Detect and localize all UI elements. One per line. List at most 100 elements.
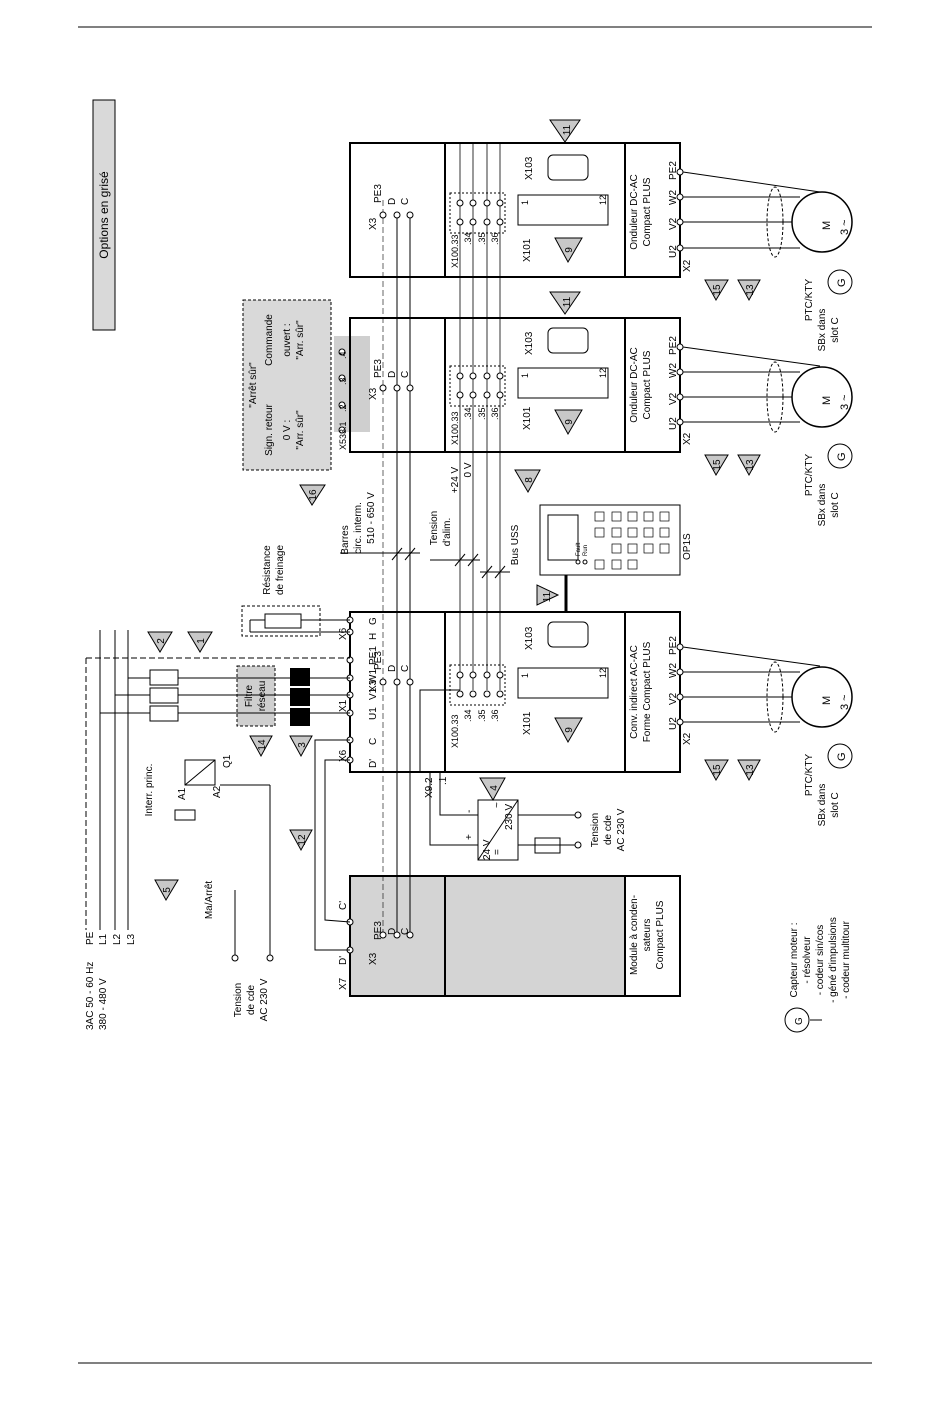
svg-text:1: 1 bbox=[520, 673, 530, 678]
sensor-legend-title: Capteur moteur : bbox=[789, 922, 800, 997]
inverter-2-box bbox=[349, 317, 681, 453]
svg-text:C': C' bbox=[338, 901, 349, 910]
conv-x103: X103 bbox=[524, 621, 589, 650]
capacitor-label-1: Module à conden- bbox=[629, 895, 640, 975]
supply-l2: L2 bbox=[112, 933, 123, 945]
marker-11a: 11 bbox=[549, 119, 581, 143]
svg-text:G: G bbox=[368, 617, 379, 625]
psu-24v-label: 24 V bbox=[482, 839, 493, 860]
sensor-legend-item-3: - codeur multitour bbox=[841, 920, 852, 998]
inv1-x103: X103 bbox=[524, 154, 589, 181]
svg-text:W2: W2 bbox=[668, 663, 679, 678]
inv2-x533: X533.1 .2 .3 .4 bbox=[338, 348, 348, 450]
svg-text:slot C: slot C bbox=[830, 317, 841, 343]
svg-text:SBx dans: SBx dans bbox=[817, 484, 828, 527]
marker-11c: 11 bbox=[536, 584, 560, 606]
filter-label-2: réseau bbox=[257, 681, 268, 712]
capacitor-box bbox=[349, 875, 681, 997]
bus-slashes bbox=[340, 547, 510, 579]
inv1-x3: X3 PE3 D C bbox=[368, 184, 414, 230]
marker-11b: 11 bbox=[549, 291, 581, 315]
svg-text:PE2: PE2 bbox=[668, 161, 679, 180]
svg-text:15: 15 bbox=[712, 459, 723, 471]
inv1-x101: X101 1 12 bbox=[517, 194, 609, 262]
svg-text:X3: X3 bbox=[368, 952, 379, 965]
inverter1-label-2: Compact PLUS bbox=[642, 177, 653, 246]
psu-eq: = bbox=[492, 849, 503, 855]
op1s-fault: Fault bbox=[576, 542, 582, 556]
marker-13c: 13 bbox=[737, 759, 761, 782]
x92-p1: .1 bbox=[438, 776, 449, 785]
svg-text:.35: .35 bbox=[477, 709, 487, 722]
svg-text:1: 1 bbox=[520, 200, 530, 205]
svg-text:M: M bbox=[821, 221, 833, 230]
marker-14: 14 bbox=[249, 735, 273, 758]
svg-text:X100.33: X100.33 bbox=[450, 234, 460, 268]
sensor-legend bbox=[784, 1007, 822, 1033]
cap-terminals: X7 X3 PE3 D C C' D' bbox=[314, 739, 414, 990]
conv-motor: M 3 ~ G bbox=[682, 646, 853, 769]
svg-text:PTC/KTY: PTC/KTY bbox=[804, 279, 815, 322]
capacitor-grey-right bbox=[445, 876, 625, 996]
bus-uss-label: Bus USS bbox=[510, 524, 521, 565]
svg-text:G: G bbox=[836, 452, 848, 461]
svg-text:C: C bbox=[400, 665, 411, 672]
svg-text:.34: .34 bbox=[463, 709, 473, 722]
svg-text:12: 12 bbox=[297, 834, 308, 846]
brake-resistor bbox=[241, 605, 350, 637]
svg-text:1: 1 bbox=[196, 638, 207, 644]
svg-text:PTC/KTY: PTC/KTY bbox=[804, 454, 815, 497]
svg-text:X6: X6 bbox=[338, 627, 349, 640]
svg-text:H: H bbox=[368, 633, 379, 640]
svg-text:13: 13 bbox=[745, 459, 756, 471]
svg-text:X6: X6 bbox=[338, 749, 349, 762]
svg-text:16: 16 bbox=[308, 489, 319, 501]
safe-stop-commande: Commande bbox=[264, 314, 275, 366]
svg-text:.35: .35 bbox=[477, 407, 487, 420]
psu-plus: + bbox=[464, 834, 475, 840]
capacitor-label-2: sateurs bbox=[642, 919, 653, 952]
svg-text:V1: V1 bbox=[368, 687, 379, 700]
main-switch-label: Interr. princ. bbox=[144, 764, 155, 817]
psu-24v bbox=[419, 689, 582, 861]
inv2-x101: X101 1 12 bbox=[517, 367, 609, 430]
sensor-legend-g: G bbox=[794, 1017, 805, 1025]
svg-text:PE3: PE3 bbox=[373, 184, 384, 203]
inv2-x103: X103 bbox=[524, 327, 589, 355]
svg-text:.3: .3 bbox=[338, 377, 348, 385]
svg-text:U1: U1 bbox=[368, 707, 379, 720]
svg-text:X103: X103 bbox=[524, 156, 535, 180]
filter-grey bbox=[236, 665, 276, 727]
svg-text:PE3: PE3 bbox=[373, 359, 384, 378]
svg-text:15: 15 bbox=[712, 764, 723, 776]
supply-spec-2: 380 - 480 V bbox=[98, 978, 109, 1030]
svg-text:V2: V2 bbox=[668, 692, 679, 705]
svg-text:X100.33: X100.33 bbox=[450, 714, 460, 748]
svg-text:12: 12 bbox=[598, 195, 608, 205]
svg-text:14: 14 bbox=[257, 739, 268, 751]
inverter2-label-1: Onduleur DC-AC bbox=[629, 347, 640, 423]
dc-bus-label-1: Barres bbox=[340, 525, 351, 554]
svg-text:X3: X3 bbox=[368, 387, 379, 400]
marker-13b: 13 bbox=[737, 454, 761, 477]
inv2-motor: M 3 ~ G bbox=[682, 346, 853, 469]
converter-label-1: Conv. indirect AC-AC bbox=[629, 645, 640, 739]
marker-4: 4 bbox=[479, 777, 506, 802]
svg-text:5: 5 bbox=[162, 887, 173, 893]
svg-text:U2: U2 bbox=[668, 717, 679, 730]
svg-text:.34: .34 bbox=[463, 407, 473, 420]
svg-text:X101: X101 bbox=[522, 711, 533, 735]
svg-text:.36: .36 bbox=[490, 709, 500, 722]
svg-text:W2: W2 bbox=[668, 190, 679, 205]
safe-stop-0v: 0 V : bbox=[282, 420, 293, 441]
supply-spec-1: 3AC 50 - 60 Hz bbox=[85, 962, 96, 1030]
svg-text:X103: X103 bbox=[524, 626, 535, 650]
svg-text:.2: .2 bbox=[338, 404, 348, 412]
conv-x1: X1 U1 V1 W1 PE1 bbox=[338, 646, 379, 720]
psu-ctrl-2: de cde bbox=[603, 815, 614, 845]
svg-text:PTC/KTY: PTC/KTY bbox=[804, 754, 815, 797]
svg-text:3 ~: 3 ~ bbox=[839, 694, 851, 710]
svg-text:12: 12 bbox=[598, 368, 608, 378]
svg-text:PE3: PE3 bbox=[373, 651, 384, 670]
